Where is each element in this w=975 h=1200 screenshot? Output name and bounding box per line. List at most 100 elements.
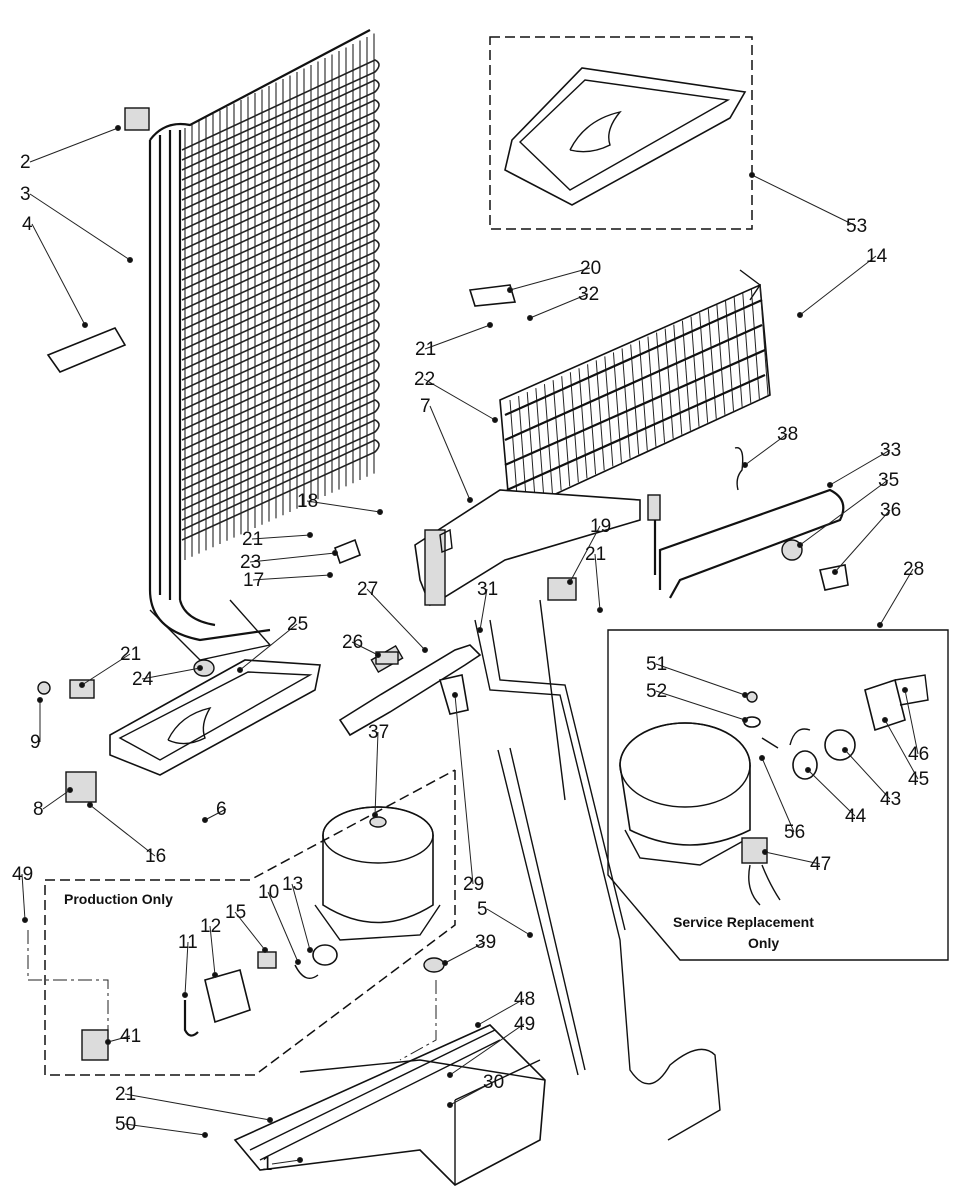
callout-26: 26 [342, 632, 363, 653]
callout-arrowhead [307, 947, 313, 953]
callout-arrowhead [267, 1117, 273, 1123]
callout-arrowhead [467, 497, 473, 503]
callout-arrowhead [422, 647, 428, 653]
callout-arrowhead [882, 717, 888, 723]
callout-2: 2 [20, 152, 31, 173]
callout-47: 47 [810, 854, 831, 875]
callout-19: 19 [590, 516, 611, 537]
callout-53: 53 [846, 216, 867, 237]
callout-10: 10 [258, 882, 279, 903]
callout-leader [799, 479, 889, 546]
callout-22: 22 [414, 369, 435, 390]
callout-30: 30 [483, 1072, 504, 1093]
callout-leader [374, 731, 379, 816]
callout-23: 23 [240, 552, 261, 573]
callout-arrowhead [202, 1132, 208, 1138]
callout-leader [239, 623, 298, 671]
callout-arrowhead [202, 817, 208, 823]
callout-arrowhead [442, 960, 448, 966]
callout-arrowhead [492, 417, 498, 423]
callout-arrowhead [475, 1022, 481, 1028]
callout-leader [31, 223, 86, 326]
callout-arrowhead [327, 572, 333, 578]
callout-leader [81, 653, 131, 686]
callout-arrowhead [295, 959, 301, 965]
callout-leader [21, 873, 26, 921]
callout-leader [594, 553, 601, 611]
defrost-heater [647, 488, 845, 599]
callout-arrowhead [797, 542, 803, 548]
callout-arrowhead [307, 532, 313, 538]
callout-6: 6 [216, 799, 227, 820]
callout-leader [423, 378, 496, 421]
callout-arrowhead [377, 509, 383, 515]
callout-leader [569, 525, 601, 583]
callout-arrowhead [827, 482, 833, 488]
callout-arrowhead [832, 569, 838, 575]
callout-arrowhead [742, 462, 748, 468]
callout-45: 45 [908, 769, 929, 790]
callout-leader [184, 941, 189, 996]
callout-arrowhead [197, 665, 203, 671]
callout-leader [761, 757, 795, 833]
callout-arrowhead [742, 692, 748, 698]
service-compressor [619, 674, 929, 906]
callout-leader [429, 405, 471, 501]
callout-arrowhead [332, 550, 338, 556]
drain-pan [109, 659, 321, 776]
callout-13: 13 [282, 874, 303, 895]
callout-8: 8 [33, 799, 44, 820]
callout-arrowhead [452, 692, 458, 698]
callout-leader [764, 851, 821, 865]
callout-38: 38 [777, 424, 798, 445]
production-parts [81, 944, 445, 1061]
callout-arrowhead [507, 287, 513, 293]
callout-arrowhead [79, 682, 85, 688]
callout-leader [799, 255, 877, 316]
callout-leader [834, 509, 891, 573]
callout-arrowhead [212, 972, 218, 978]
callout-leader [267, 891, 299, 963]
callout-1: 1 [262, 1154, 273, 1175]
callout-49: 49 [12, 864, 33, 885]
callout-29: 29 [463, 874, 484, 895]
callout-12: 12 [200, 916, 221, 937]
callout-52: 52 [646, 681, 667, 702]
callout-leader [42, 789, 71, 810]
callout-3: 3 [20, 184, 31, 205]
callout-numbers: 1234567891011121314151617181920212121212… [12, 152, 929, 1175]
callout-16: 16 [145, 846, 166, 867]
callout-leader [124, 1093, 271, 1121]
callout-leader [209, 925, 216, 976]
callout-31: 31 [477, 579, 498, 600]
callout-21: 21 [120, 644, 141, 665]
callout-arrowhead [22, 917, 28, 923]
callout-50: 50 [115, 1114, 136, 1135]
callout-leader [479, 588, 488, 631]
callout-arrowhead [87, 802, 93, 808]
callout-leader [249, 552, 336, 563]
drip-tray-kit-box [489, 36, 753, 230]
callout-leader [477, 998, 525, 1026]
callout-arrowhead [372, 812, 378, 818]
callout-arrowhead [115, 125, 121, 131]
service-replacement-label: Service Replacement [673, 914, 814, 930]
callout-leader [252, 574, 331, 581]
callout-46: 46 [908, 744, 929, 765]
callout-leader [271, 1159, 301, 1165]
callout-leader [291, 883, 311, 951]
callout-arrowhead [67, 787, 73, 793]
callout-arrowhead [759, 755, 765, 761]
callout-33: 33 [880, 440, 901, 461]
callout-44: 44 [845, 806, 867, 827]
callout-leader [204, 808, 227, 821]
callout-21: 21 [115, 1084, 136, 1105]
callout-leader [807, 769, 856, 817]
callout-49: 49 [514, 1014, 535, 1035]
callout-leader [454, 694, 474, 885]
callout-56: 56 [784, 822, 805, 843]
callout-43: 43 [880, 789, 901, 810]
callout-21: 21 [415, 339, 436, 360]
callout-18: 18 [297, 491, 318, 512]
callout-leader [251, 534, 311, 540]
